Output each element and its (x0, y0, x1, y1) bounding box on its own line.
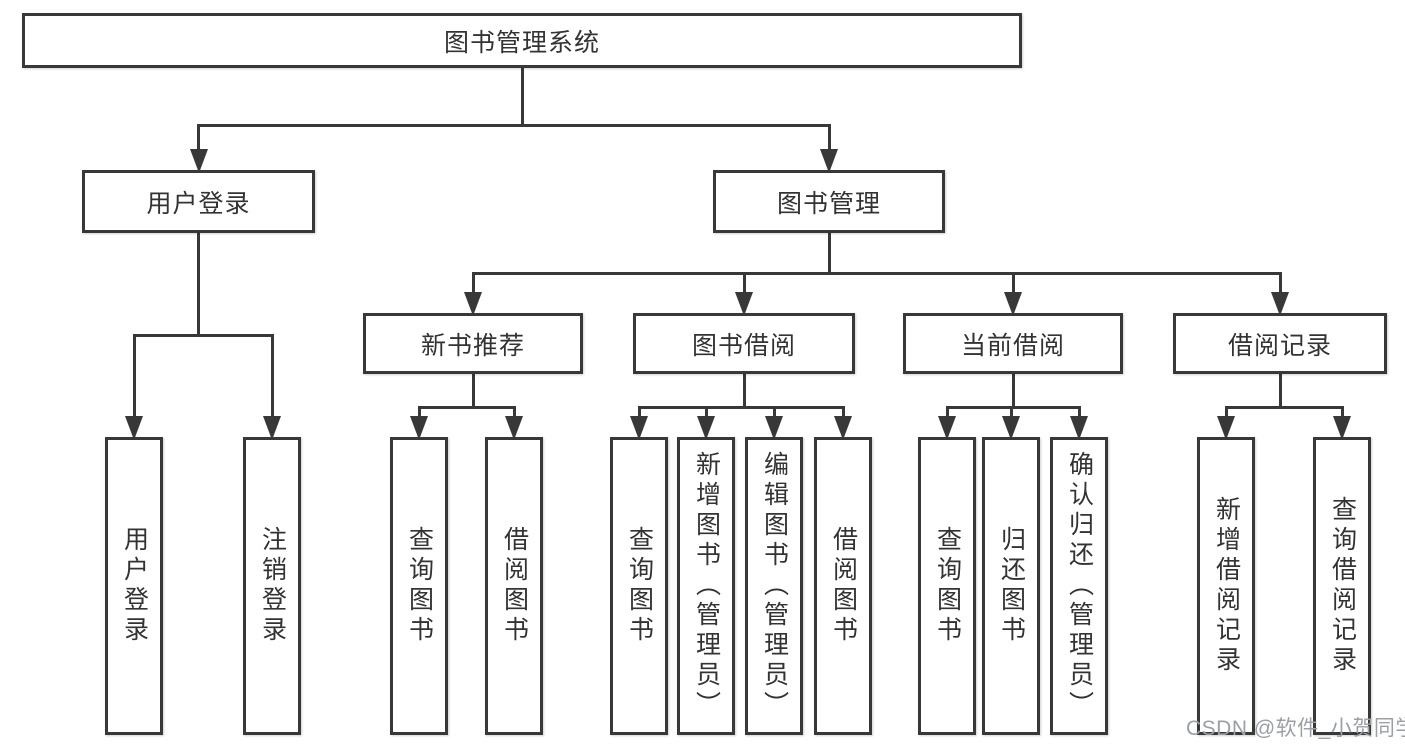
node-v-query-books-rec: 查询图书 (390, 437, 448, 735)
connector-branch (945, 405, 1081, 409)
arrowhead-icon (820, 149, 838, 173)
connector-line (471, 273, 475, 295)
connector-line (1011, 273, 1015, 295)
connector-line (704, 407, 708, 419)
node-v-borrow-books-rec: 借阅图书 (485, 437, 543, 735)
connector-line (520, 68, 524, 125)
connector-line (637, 407, 641, 419)
arrowhead-icon (1070, 416, 1088, 440)
node-user-login: 用户登录 (82, 170, 315, 233)
arrowhead-icon (834, 416, 852, 440)
arrowhead-icon (263, 416, 281, 440)
node-book-mgmt: 图书管理 (713, 170, 945, 233)
connector-branch (197, 123, 831, 127)
arrowhead-icon (630, 416, 648, 440)
node-v-borrow-books-borrow: 借阅图书 (814, 437, 872, 735)
connector-line (742, 374, 746, 407)
arrowhead-icon (938, 416, 956, 440)
arrowhead-icon (1217, 416, 1235, 440)
arrowhead-icon (1271, 292, 1289, 316)
node-book-borrow: 图书借阅 (633, 313, 855, 374)
connector-line (1009, 407, 1013, 419)
arrowhead-icon (125, 416, 143, 440)
node-v-query-books-borrow: 查询图书 (610, 437, 668, 735)
node-v-return-books: 归还图书 (982, 437, 1040, 735)
arrowhead-icon (735, 292, 753, 316)
connector-line (1278, 273, 1282, 295)
connector-line (827, 233, 831, 273)
node-v-user-login: 用户登录 (105, 437, 163, 735)
connector-line (132, 335, 136, 419)
arrowhead-icon (464, 292, 482, 316)
node-v-query-books-cur: 查询图书 (918, 437, 976, 735)
connector-line (772, 407, 776, 419)
connector-branch (471, 271, 1282, 275)
arrowhead-icon (1333, 416, 1351, 440)
connector-branch (637, 405, 845, 409)
node-new-book-rec: 新书推荐 (363, 313, 583, 374)
watermark: CSDN @软件_小贺同学 (1186, 717, 1405, 740)
connector-line (197, 125, 200, 152)
node-v-edit-books-admin: 编辑图书（管理员） (745, 437, 803, 735)
connector-line (270, 335, 274, 419)
arrowhead-icon (765, 416, 783, 440)
arrowhead-icon (505, 416, 523, 440)
connector-line (1278, 374, 1282, 407)
connector-line (197, 233, 200, 335)
connector-branch (417, 405, 516, 409)
connector-line (512, 407, 516, 419)
connector-line (1340, 407, 1344, 419)
node-v-logout: 注销登录 (243, 437, 301, 735)
arrowhead-icon (410, 416, 428, 440)
arrowhead-icon (1004, 292, 1022, 316)
connector-line (1077, 407, 1081, 419)
arrowhead-icon (697, 416, 715, 440)
connector-line (1224, 407, 1228, 419)
connector-line (1011, 374, 1015, 407)
node-v-query-borrow-record: 查询借阅记录 (1313, 437, 1371, 735)
connector-branch (1224, 405, 1344, 409)
connector-line (945, 407, 949, 419)
connector-line (471, 374, 475, 407)
connector-line (417, 407, 421, 419)
node-v-add-books-admin: 新增图书（管理员） (677, 437, 735, 735)
node-borrow-records: 借阅记录 (1173, 313, 1387, 374)
connector-line (841, 407, 845, 419)
arrowhead-icon (1002, 416, 1020, 440)
node-current-borrow: 当前借阅 (903, 313, 1123, 374)
arrowhead-icon (189, 149, 208, 173)
connector-line (742, 273, 746, 295)
connector-branch (132, 333, 274, 337)
node-root: 图书管理系统 (22, 13, 1022, 68)
connector-line (827, 125, 831, 152)
node-v-add-borrow-record: 新增借阅记录 (1197, 437, 1255, 735)
node-v-confirm-return: 确认归还（管理员） (1050, 437, 1108, 735)
